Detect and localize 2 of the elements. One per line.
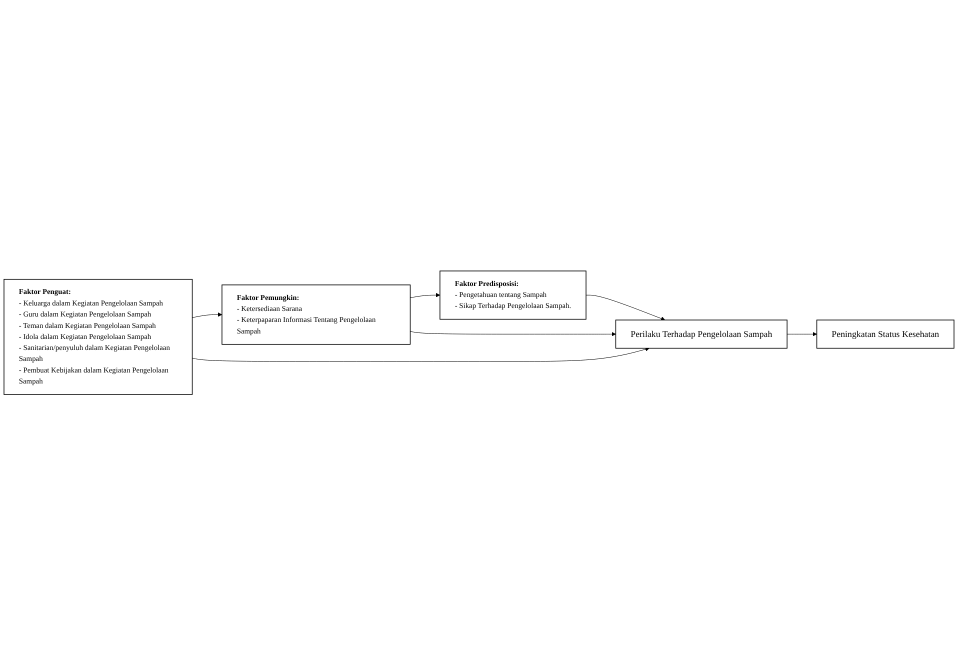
node-box: Peningkatan Status Kesehatan <box>816 320 954 349</box>
node-box: Perilaku Terhadap Pengelolaan Sampah <box>615 320 788 349</box>
